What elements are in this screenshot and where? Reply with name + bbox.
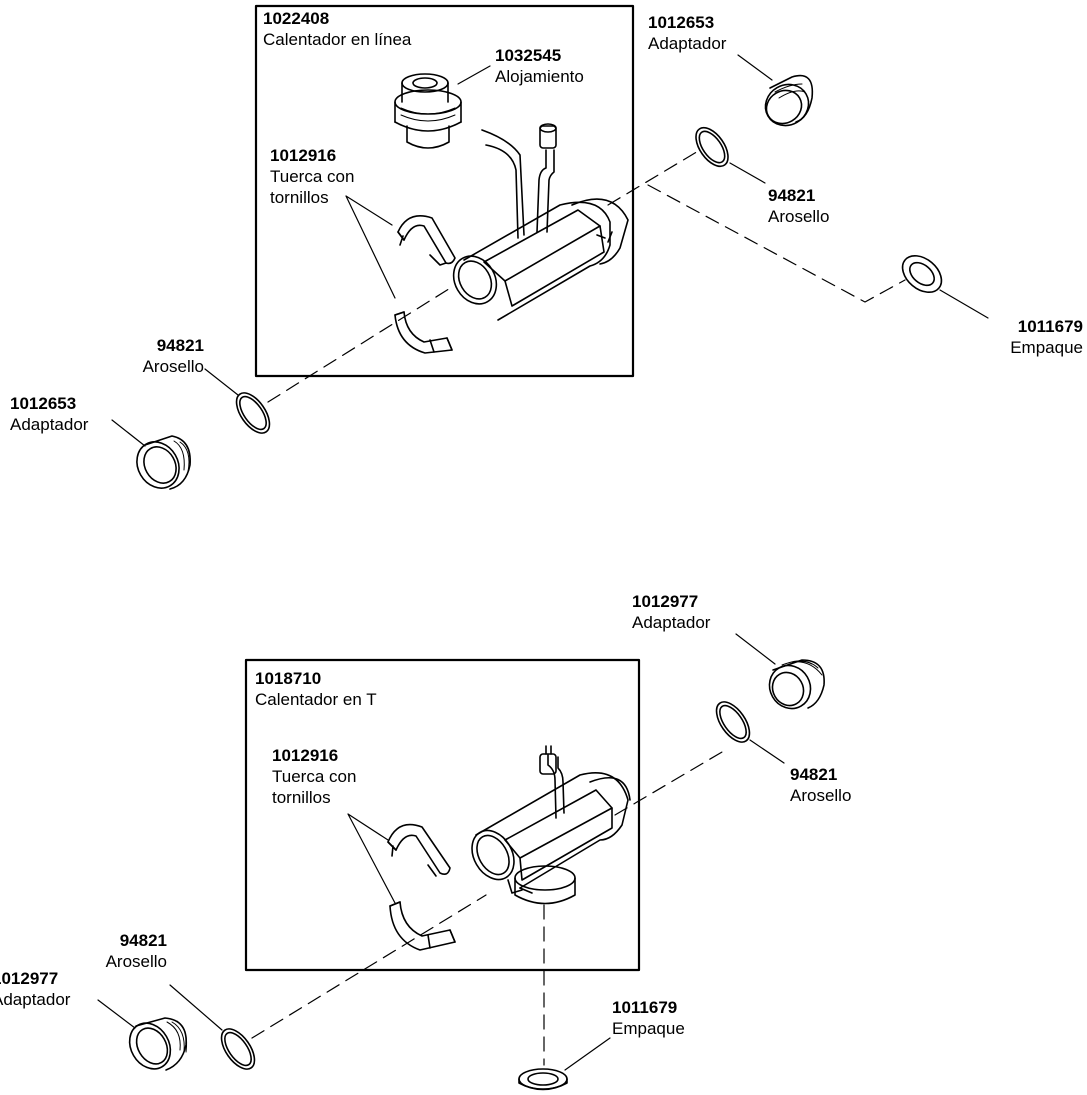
- part-number: 94821: [790, 765, 838, 784]
- clamp-upper: [397, 215, 456, 266]
- part-number: 1012916: [270, 146, 337, 165]
- adapter-left-top: [136, 435, 191, 490]
- part-name: Alojamiento: [495, 67, 584, 86]
- part-number: 1011679: [1017, 317, 1083, 336]
- tee-heater-kit-box: [244, 658, 641, 972]
- part-name: Arosello: [790, 786, 852, 805]
- housing-part: [394, 73, 462, 149]
- part-name-line1: Tuerca con: [272, 767, 357, 786]
- gasket-bottom: [518, 1068, 568, 1091]
- tee-heater-cable: [539, 745, 565, 819]
- callout-housing: 1032545 Alojamiento: [495, 45, 584, 87]
- callout-gasket-top: 1011679 Empaque: [1010, 316, 1083, 358]
- callout-tee-heater-kit: 1018710 Calentador en T: [255, 668, 377, 710]
- callout-adapter-left-bottom: 1012977 Adaptador: [0, 968, 70, 1010]
- oring-left-top-leader: [204, 368, 239, 396]
- part-name-line2: tornillos: [270, 188, 329, 207]
- oring-left-bottom-leader: [169, 984, 223, 1031]
- clamp-lower: [394, 311, 453, 354]
- callout-oring-right-bottom: 94821 Arosello: [790, 764, 851, 806]
- part-name: Adaptador: [10, 415, 89, 434]
- clamp-leader-lines-bottom: [347, 813, 396, 904]
- oring-left-bottom: [220, 1028, 256, 1070]
- part-name-line2: tornillos: [272, 788, 331, 807]
- adapter-right-bottom: [768, 659, 825, 710]
- part-name: Arosello: [105, 952, 167, 971]
- part-number: 1018710: [255, 669, 322, 688]
- part-number: 1012916: [272, 746, 339, 765]
- top-assembly-axis: [267, 149, 906, 403]
- part-name: Adaptador: [632, 613, 711, 632]
- callout-adapter-right-top: 1012653 Adaptador: [648, 12, 726, 54]
- part-number: 1022408: [263, 9, 330, 28]
- adapter-right-bottom-leader: [735, 633, 776, 665]
- part-name: Empaque: [1010, 338, 1083, 357]
- callout-gasket-bottom: 1011679 Empaque: [612, 997, 685, 1039]
- callout-clamp-bottom: 1012916 Tuerca con tornillos: [272, 745, 356, 808]
- housing-leader: [457, 65, 491, 85]
- part-number: 94821: [119, 931, 167, 950]
- callout-clamp-top: 1012916 Tuerca con tornillos: [270, 145, 354, 208]
- part-name: Calentador en T: [255, 690, 377, 709]
- callout-oring-left-bottom: 94821 Arosello: [106, 930, 167, 972]
- oring-left-top: [235, 392, 271, 434]
- heater-wires: [481, 123, 557, 239]
- callout-oring-right-top: 94821 Arosello: [768, 185, 829, 227]
- inline-heater-kit-box: [254, 4, 635, 378]
- part-name: Adaptador: [0, 990, 71, 1009]
- part-name: Empaque: [612, 1019, 685, 1038]
- inline-heater-body: [452, 198, 629, 321]
- gasket-top-leader: [939, 289, 989, 319]
- part-number: 1012653: [648, 13, 715, 32]
- callout-adapter-right-bottom: 1012977 Adaptador: [632, 591, 710, 633]
- part-number: 1012977: [632, 592, 699, 611]
- callout-adapter-left-top: 1012653 Adaptador: [10, 393, 88, 435]
- oring-right-top: [695, 126, 729, 168]
- callout-inline-heater-kit: 1022408 Calentador en línea: [263, 8, 411, 50]
- bottom-assembly-axis: [251, 751, 723, 1066]
- part-number: 1012977: [0, 969, 59, 988]
- tee-heater-body: [471, 771, 631, 905]
- part-number: 1032545: [495, 46, 562, 65]
- clamp-upper-bottom: [387, 823, 451, 877]
- part-name: Arosello: [768, 207, 830, 226]
- part-name: Calentador en línea: [263, 30, 412, 49]
- part-number: 94821: [768, 186, 816, 205]
- callout-oring-left-top: 94821 Arosello: [143, 335, 204, 377]
- part-name: Arosello: [142, 357, 204, 376]
- gasket-top: [901, 254, 943, 294]
- clamp-leader-lines: [345, 195, 396, 299]
- oring-right-bottom-leader: [749, 739, 785, 764]
- part-number: 1012653: [10, 394, 77, 413]
- part-name-line1: Tuerca con: [270, 167, 355, 186]
- part-number: 94821: [156, 336, 204, 355]
- adapter-left-bottom-leader: [97, 999, 136, 1029]
- adapter-left-top-leader: [111, 419, 146, 447]
- clamp-lower-bottom: [389, 901, 456, 951]
- adapter-left-bottom: [128, 1017, 188, 1071]
- oring-right-bottom: [715, 701, 751, 743]
- part-number: 1011679: [612, 998, 678, 1017]
- part-name: Adaptador: [648, 34, 727, 53]
- adapter-right-top: [764, 74, 814, 127]
- gasket-bottom-leader: [564, 1037, 611, 1071]
- adapter-right-top-leader: [737, 54, 773, 81]
- oring-right-top-leader: [729, 162, 766, 184]
